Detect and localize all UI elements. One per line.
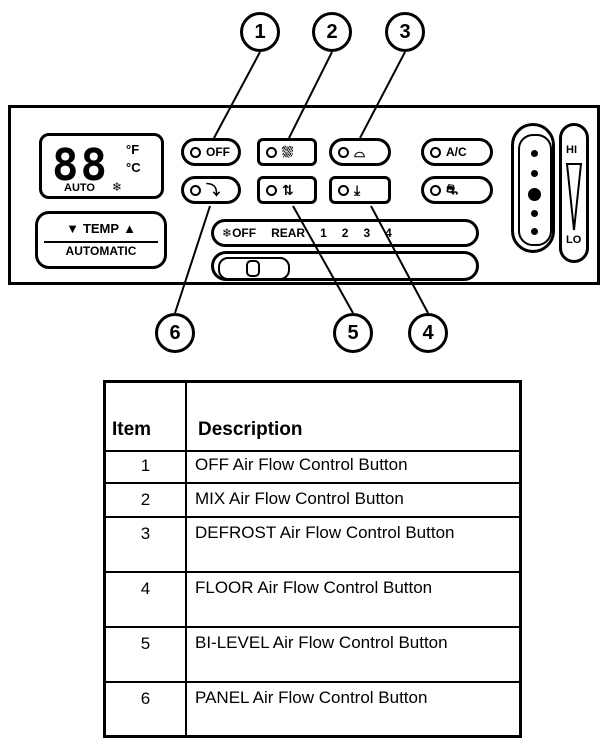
temp-up-icon[interactable]: ▲ <box>123 220 136 236</box>
vent-dot <box>531 170 538 177</box>
callout-4: 4 <box>408 313 448 353</box>
fan-speed-selector[interactable]: ❄OFF REAR 1 2 3 4 <box>211 219 479 247</box>
vent-dot <box>531 150 538 157</box>
defrost-indicator <box>338 146 349 158</box>
mix-airflow-icon: ⛆ <box>282 143 294 160</box>
off-indicator <box>190 146 201 158</box>
item-number: 5 <box>140 634 151 653</box>
ac-indicator <box>430 146 441 158</box>
item-description: DEFROST Air Flow Control Button <box>195 523 455 542</box>
recirculate-indicator <box>430 184 441 196</box>
vent-indicator-column <box>511 123 555 253</box>
floor-airflow-icon: ⤓ <box>354 181 361 198</box>
fan-rear-button[interactable]: REAR <box>271 226 306 240</box>
fan-speed-4[interactable]: 4 <box>385 226 392 240</box>
item-description: BI-LEVEL Air Flow Control Button <box>195 633 448 652</box>
defrost-button[interactable]: ⌓ <box>329 138 391 166</box>
mix-button[interactable]: ⛆ <box>257 138 317 166</box>
callout-6: 6 <box>155 313 195 353</box>
legend-row: 5 BI-LEVEL Air Flow Control Button <box>106 628 519 683</box>
legend-row: 2 MIX Air Flow Control Button <box>106 484 519 518</box>
legend-row: 4 FLOOR Air Flow Control Button <box>106 573 519 628</box>
ac-button[interactable]: A/C <box>421 138 493 166</box>
fan-icon: ❄ <box>112 180 123 194</box>
climate-control-panel: 88 °F °C AUTO ❄ ▼ TEMP ▲ AUTOMATIC OFF ⛆… <box>8 105 600 285</box>
legend-row: 6 PANEL Air Flow Control Button <box>106 683 519 735</box>
defrost-icon: ⌓ <box>354 143 366 160</box>
mix-indicator <box>266 146 277 158</box>
callout-2: 2 <box>312 12 352 52</box>
item-description: MIX Air Flow Control Button <box>195 489 404 508</box>
automatic-button[interactable]: AUTOMATIC <box>65 244 137 258</box>
bi-level-airflow-icon: ⇅ <box>282 181 294 198</box>
callout-3: 3 <box>385 12 425 52</box>
bi-level-indicator <box>266 184 277 196</box>
hi-lo-wedge-icon <box>566 163 582 231</box>
item-number: 6 <box>140 689 151 708</box>
car-recirculate-icon: ⛐ <box>446 180 459 197</box>
ac-label: A/C <box>446 145 467 159</box>
hi-label: HI <box>566 144 577 156</box>
legend-table: Item Description 1 OFF Air Flow Control … <box>103 380 522 738</box>
fan-speed-1[interactable]: 1 <box>320 226 327 240</box>
temp-label: TEMP <box>82 220 120 236</box>
slider-knob[interactable] <box>246 260 260 277</box>
fan-speed-2[interactable]: 2 <box>341 226 349 240</box>
callout-1: 1 <box>240 12 280 52</box>
bi-level-button[interactable]: ⇅ <box>257 176 317 204</box>
off-button[interactable]: OFF <box>181 138 241 166</box>
fan-speed-3[interactable]: 3 <box>363 226 371 240</box>
item-number: 3 <box>140 524 151 543</box>
legend-row: 3 DEFROST Air Flow Control Button <box>106 518 519 573</box>
panel-airflow-icon: ⤵ <box>206 182 220 198</box>
fan-off-icon: ❄ <box>222 226 233 240</box>
temperature-display: 88 °F °C AUTO ❄ <box>39 133 164 199</box>
vent-dot-large <box>528 188 541 201</box>
panel-button[interactable]: ⤵ <box>181 176 241 204</box>
temperature-slider[interactable] <box>211 251 479 281</box>
unit-fahrenheit: °F <box>126 142 140 157</box>
header-description: Description <box>198 419 303 440</box>
item-description: OFF Air Flow Control Button <box>195 455 408 474</box>
vent-dot <box>531 228 538 235</box>
legend-row: 1 OFF Air Flow Control Button <box>106 450 519 484</box>
item-number: 1 <box>140 456 151 475</box>
item-description: PANEL Air Flow Control Button <box>195 688 428 707</box>
floor-button[interactable]: ⤓ <box>329 176 391 204</box>
panel-indicator <box>190 184 201 196</box>
item-number: 2 <box>140 490 151 509</box>
temp-down-icon[interactable]: ▼ <box>66 220 79 236</box>
temp-rocker[interactable]: ▼ TEMP ▲ AUTOMATIC <box>35 211 167 269</box>
off-label: OFF <box>206 145 230 159</box>
item-number: 4 <box>140 579 151 598</box>
lo-label: LO <box>566 234 582 246</box>
callout-5: 5 <box>333 313 373 353</box>
fan-off-button[interactable]: ❄OFF <box>222 226 257 240</box>
vent-dot <box>531 210 538 217</box>
floor-indicator <box>338 184 349 196</box>
auto-indicator: AUTO <box>64 182 95 194</box>
display-digits: 88 <box>52 140 109 191</box>
slider-track <box>218 257 290 280</box>
recirculate-button[interactable]: ⛐ <box>421 176 493 204</box>
item-description: FLOOR Air Flow Control Button <box>195 578 433 597</box>
header-item: Item <box>112 419 152 440</box>
unit-celsius: °C <box>126 160 141 175</box>
hi-lo-scale: HI LO <box>559 123 589 263</box>
legend-header: Item Description <box>106 383 519 452</box>
